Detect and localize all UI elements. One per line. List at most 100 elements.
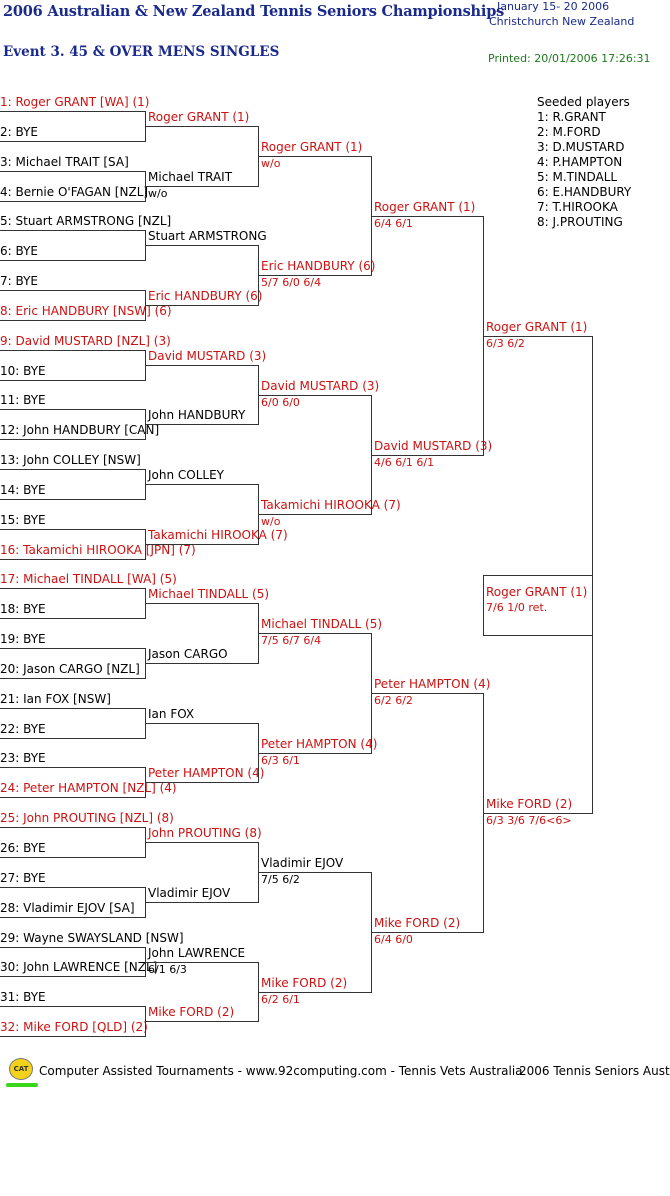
draw-line (0, 499, 145, 500)
round2-winner: Mike FORD (2) (148, 1005, 235, 1019)
round2-winner: John LAWRENCE (148, 946, 246, 960)
draw-entry: 8: Eric HANDBURY [NSW] (6) (0, 304, 172, 318)
final-line (483, 575, 593, 576)
match-score: 6/3 6/1 (261, 754, 300, 767)
match-score: w/o (261, 157, 281, 170)
draw-line (0, 708, 145, 709)
draw-entry: 24: Peter HAMPTON [NZL] (4) (0, 781, 177, 795)
round3-winner: David MUSTARD (3) (261, 379, 380, 393)
round2-winner: John HANDBURY (148, 408, 246, 422)
draw-line (0, 588, 145, 589)
sf-line (483, 336, 592, 337)
draw-entry: 31: BYE (0, 990, 46, 1004)
round2-winner: Roger GRANT (1) (148, 110, 250, 124)
draw-line (0, 738, 145, 739)
footer-credit: Computer Assisted Tournaments - www.92co… (39, 1064, 523, 1078)
round3-line (258, 753, 371, 754)
page-title: 2006 Australian & New Zealand Tennis Sen… (3, 3, 505, 20)
match-score: 7/5 6/7 6/4 (261, 634, 322, 647)
draw-entry: 25: John PROUTING [NZL] (8) (0, 811, 174, 825)
draw-entry: 10: BYE (0, 364, 46, 378)
draw-line (0, 201, 145, 202)
sf-winner: Roger GRANT (1) (486, 320, 588, 334)
round2-winner: Peter HAMPTON (4) (148, 766, 265, 780)
round2-winner: Ian FOX (148, 707, 195, 721)
draw-entry: 23: BYE (0, 751, 46, 765)
round3-winner: Roger GRANT (1) (261, 140, 363, 154)
round2-winner: Eric HANDBURY (6) (148, 289, 263, 303)
round2-line (145, 484, 258, 485)
draw-entry: 2: BYE (0, 125, 38, 139)
event-dates: January 15- 20 2006 (497, 0, 610, 13)
draw-line (0, 618, 145, 619)
round2-winner: Vladimir EJOV (148, 886, 231, 900)
round2-winner: John PROUTING (8) (148, 826, 262, 840)
draw-entry: 19: BYE (0, 632, 46, 646)
draw-line (0, 171, 145, 172)
qf-winner: Mike FORD (2) (374, 916, 461, 930)
match-score: 6/0 6/0 (261, 396, 300, 409)
draw-line (0, 1036, 145, 1037)
final-score: 7/6 1/0 ret. (486, 601, 548, 614)
draw-entry: 12: John HANDBURY [CAN] (0, 423, 160, 437)
draw-entry: 17: Michael TINDALL [WA] (5) (0, 572, 177, 586)
draw-line (0, 1006, 145, 1007)
draw-entry: 21: Ian FOX [NSW] (0, 692, 111, 706)
draw-line (0, 797, 145, 798)
draw-entry: 4: Bernie O'FAGAN [NZL] (0, 185, 149, 199)
round2-line (145, 186, 258, 187)
draw-entry: 32: Mike FORD [QLD] (2) (0, 1020, 148, 1034)
round2-line (145, 544, 258, 545)
match-score: 6/4 6/0 (374, 933, 413, 946)
draw-entry: 5: Stuart ARMSTRONG [NZL] (0, 214, 172, 228)
seed-item: 3: D.MUSTARD (537, 140, 625, 154)
draw-entry: 26: BYE (0, 841, 46, 855)
round3-winner: Vladimir EJOV (261, 856, 344, 870)
match-score: 4/6 6/1 6/1 (374, 456, 435, 469)
qf-winner: Peter HAMPTON (4) (374, 677, 491, 691)
champion-name: Roger GRANT (1) (486, 585, 588, 599)
draw-entry: 3: Michael TRAIT [SA] (0, 155, 129, 169)
match-score: 6/1 6/3 (148, 963, 187, 976)
round2-winner: John COLLEY (148, 468, 225, 482)
round3-line (258, 872, 371, 873)
round3-winner: Takamichi HIROOKA (7) (261, 498, 401, 512)
draw-entry: 9: David MUSTARD [NZL] (3) (0, 334, 171, 348)
round2-line (145, 245, 258, 246)
round2-line (145, 365, 258, 366)
final-box-right (592, 575, 593, 635)
sf-winner: Mike FORD (2) (486, 797, 573, 811)
qf-winner: Roger GRANT (1) (374, 200, 476, 214)
draw-entry: 1: Roger GRANT [WA] (1) (0, 95, 150, 109)
draw-entry: 15: BYE (0, 513, 46, 527)
seed-item: 8: J.PROUTING (537, 215, 623, 229)
draw-line (0, 469, 145, 470)
seed-item: 7: T.HIROOKA (537, 200, 618, 214)
draw-line (0, 380, 145, 381)
draw-entry: 6: BYE (0, 244, 38, 258)
printed-timestamp: Printed: 20/01/2006 17:26:31 (488, 52, 651, 65)
match-score: 6/3 3/6 7/6<6> (486, 814, 572, 827)
draw-entry: 22: BYE (0, 722, 46, 736)
footer-right-text: 2006 Tennis Seniors Aust (519, 1064, 670, 1078)
seed-item: 5: M.TINDALL (537, 170, 618, 184)
round3-winner: Peter HAMPTON (4) (261, 737, 378, 751)
seed-item: 1: R.GRANT (537, 110, 606, 124)
round2-winner: Michael TINDALL (5) (148, 587, 270, 601)
seed-item: 4: P.HAMPTON (537, 155, 623, 169)
draw-line (0, 917, 145, 918)
round2-line (145, 663, 258, 664)
round2-line (145, 962, 258, 963)
seed-item: 6: E.HANDBURY (537, 185, 632, 199)
logo-underline (6, 1083, 38, 1087)
round3-line (258, 275, 371, 276)
draw-line (0, 887, 145, 888)
draw-line (0, 230, 145, 231)
match-score: 6/2 6/1 (261, 993, 300, 1006)
draw-line (0, 857, 145, 858)
match-score: w/o (148, 187, 168, 200)
draw-line (0, 827, 145, 828)
draw-entry: 20: Jason CARGO [NZL] (0, 662, 140, 676)
round2-line (145, 902, 258, 903)
draw-line (0, 320, 145, 321)
